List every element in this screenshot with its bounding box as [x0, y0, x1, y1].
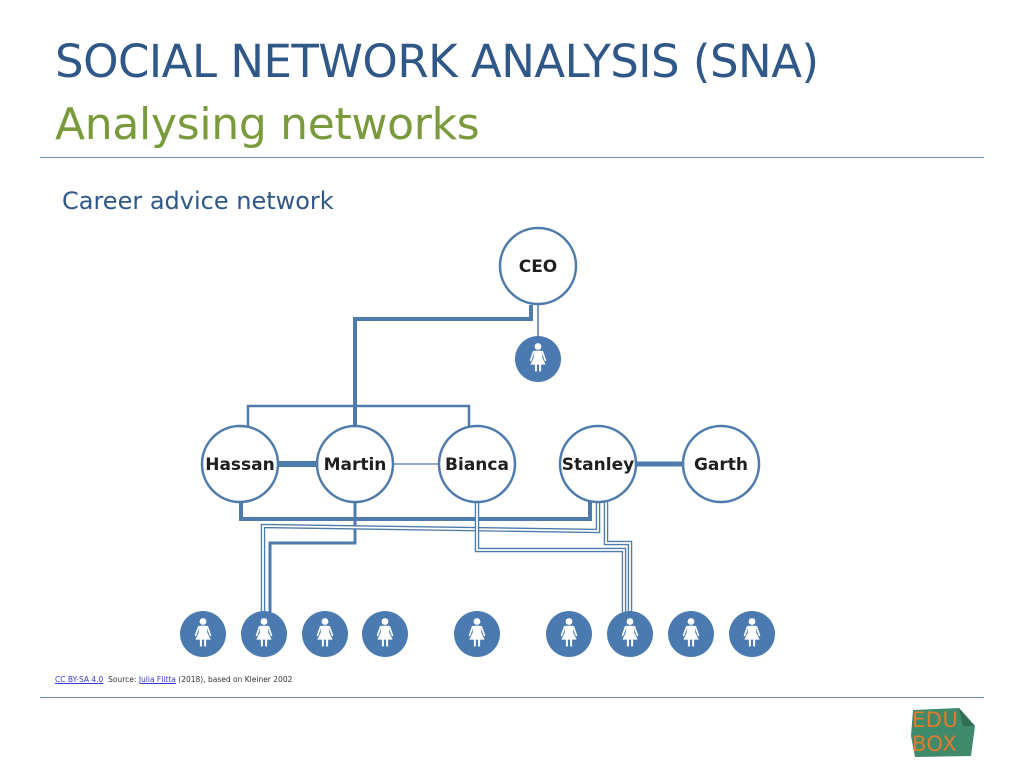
logo-line-2: BOX: [912, 732, 958, 756]
node-martin: Martin: [315, 424, 395, 504]
node-ceo-label: CEO: [519, 257, 558, 277]
employee-5-person-icon: [454, 611, 500, 657]
employee-6-person-icon: [546, 611, 592, 657]
link-hassan-bianca-top: [246, 404, 471, 426]
logo-box-icon: [911, 708, 975, 757]
link-stanley-person7: [603, 502, 633, 612]
employee-4-person-icon: [362, 611, 408, 657]
ceo-person-icon: [515, 336, 561, 382]
node-bianca: Bianca: [437, 424, 517, 504]
employee-1-person-icon: [180, 611, 226, 657]
link-hassan-stanley: [239, 502, 592, 521]
header-divider: [40, 157, 984, 158]
license-link[interactable]: CC BY-SA 4.0: [55, 675, 104, 684]
logo-line-1: EDU: [912, 708, 959, 732]
node-hassan-label: Hassan: [205, 455, 275, 475]
footer-divider: [40, 697, 984, 698]
link-ceo-martin: [353, 305, 533, 426]
node-garth: Garth: [681, 424, 761, 504]
attribution-footer: CC BY-SA 4.0 Source: Julia Flitta (2018)…: [55, 674, 292, 686]
diagram-title: Career advice network: [62, 187, 334, 215]
node-stanley: Stanley: [558, 424, 638, 504]
source-suffix: (2018), based on Kleiner 2002: [178, 675, 293, 684]
node-garth-label: Garth: [694, 455, 748, 475]
page-subtitle: Analysing networks: [55, 99, 480, 150]
node-ceo: CEO: [498, 226, 578, 306]
source-prefix: Source:: [108, 675, 137, 684]
network-links: [239, 305, 683, 612]
link-martin-person2: [268, 502, 357, 612]
employee-8-person-icon: [668, 611, 714, 657]
node-martin-label: Martin: [324, 455, 387, 475]
employee-9-person-icon: [729, 611, 775, 657]
page-title: SOCIAL NETWORK ANALYSIS (SNA): [55, 35, 819, 88]
employee-row: [180, 611, 775, 657]
employee-3-person-icon: [302, 611, 348, 657]
employee-7-person-icon: [607, 611, 653, 657]
node-hassan: Hassan: [200, 424, 280, 504]
edubox-logo: EDU BOX: [909, 706, 977, 758]
node-stanley-label: Stanley: [562, 455, 634, 475]
employee-2-person-icon: [241, 611, 287, 657]
node-bianca-label: Bianca: [445, 455, 509, 475]
author-link[interactable]: Julia Flitta: [138, 675, 176, 684]
